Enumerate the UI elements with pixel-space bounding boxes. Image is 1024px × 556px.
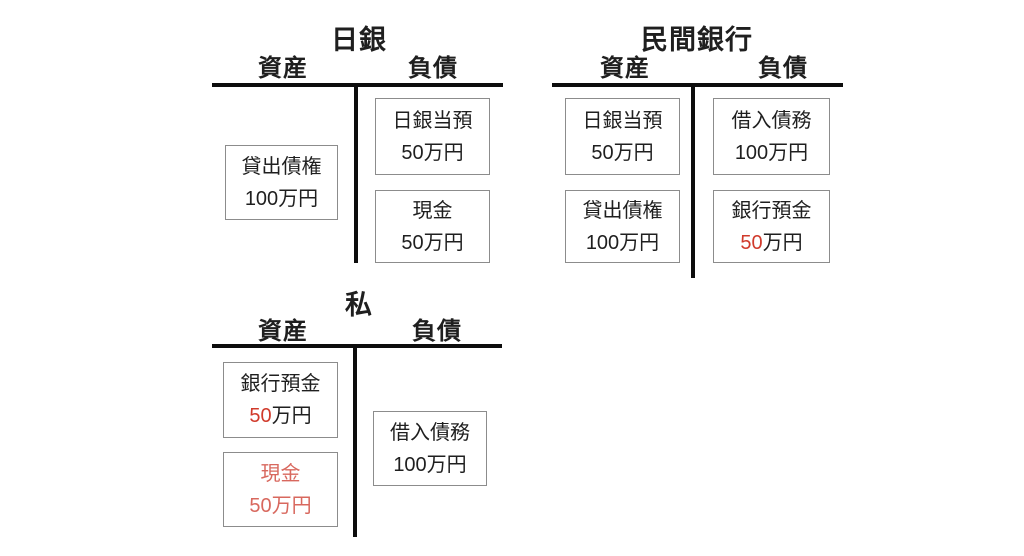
- entry-name: 銀行預金: [731, 199, 812, 222]
- entry-amount: 50万円: [740, 227, 802, 259]
- entry-amount: 50万円: [249, 400, 311, 432]
- entry-cash-me: 現金 50万円: [223, 452, 338, 527]
- t-account-divider-line-me: [353, 344, 357, 537]
- entry-bank-deposit-private-bank: 銀行預金 50万円: [713, 190, 830, 263]
- liabilities-column-label-me: 負債: [412, 318, 462, 345]
- assets-column-label-boj: 資産: [258, 55, 308, 82]
- entry-name: 借入債務: [731, 109, 812, 132]
- liabilities-column-label-boj: 負債: [408, 55, 458, 82]
- entry-amount-red-part: 50: [249, 405, 272, 427]
- account-title-boj: 日銀: [331, 25, 387, 55]
- assets-column-label-private-bank: 資産: [600, 55, 650, 82]
- entry-name: 貸出債権: [582, 199, 663, 222]
- entry-amount-rest: 万円: [271, 405, 312, 427]
- t-account-header-line-private-bank: [552, 83, 843, 87]
- assets-column-label-me: 資産: [258, 318, 308, 345]
- entry-amount: 50万円: [591, 141, 654, 164]
- entry-name: 日銀当預: [582, 109, 663, 132]
- entry-amount: 50万円: [401, 141, 464, 164]
- entry-bank-deposit-me: 銀行預金 50万円: [223, 362, 338, 438]
- entry-name: 銀行預金: [240, 373, 321, 395]
- entry-amount: 50万円: [401, 231, 464, 254]
- entry-loan-claims-boj: 貸出債権 100万円: [225, 145, 338, 220]
- entry-amount: 100万円: [585, 231, 660, 254]
- entry-borrowed-debt-private-bank: 借入債務 100万円: [713, 98, 830, 175]
- entry-amount: 100万円: [393, 453, 467, 476]
- t-account-header-line-me: [212, 344, 502, 348]
- entry-borrowed-debt-me: 借入債務 100万円: [373, 411, 487, 486]
- entry-boj-current-deposit-private-bank: 日銀当預 50万円: [565, 98, 680, 175]
- liabilities-column-label-private-bank: 負債: [758, 55, 808, 82]
- entry-name: 貸出債権: [241, 155, 322, 178]
- entry-name: 借入債務: [390, 421, 470, 444]
- entry-amount: 100万円: [244, 187, 319, 210]
- entry-loan-claims-private-bank: 貸出債権 100万円: [565, 190, 680, 263]
- entry-amount-rest: 万円: [762, 231, 803, 254]
- t-account-divider-line-private-bank: [691, 83, 695, 278]
- entry-amount: 100万円: [734, 141, 809, 164]
- entry-amount: 50万円: [249, 494, 312, 517]
- entry-name: 現金: [260, 462, 301, 485]
- t-account-divider-line-boj: [354, 83, 358, 263]
- entry-name: 日銀当預: [392, 109, 473, 132]
- account-title-private-bank: 民間銀行: [641, 25, 753, 55]
- entry-name: 現金: [412, 199, 453, 222]
- entry-cash-boj: 現金 50万円: [375, 190, 490, 263]
- entry-boj-current-deposit-boj: 日銀当預 50万円: [375, 98, 490, 175]
- entry-amount-red-part: 50: [740, 231, 763, 254]
- account-title-me: 私: [345, 290, 373, 320]
